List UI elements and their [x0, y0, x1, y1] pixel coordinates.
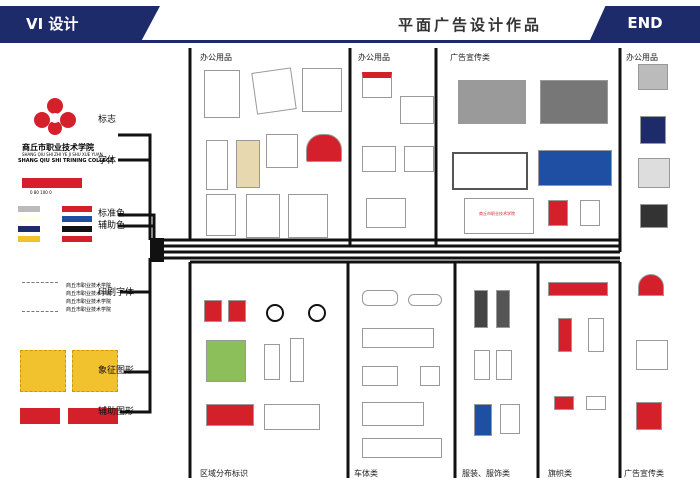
- label-print-font: 印刷字体: [98, 288, 135, 298]
- label-standard-color: 标准色: [98, 209, 126, 219]
- print-font-lines: [22, 282, 58, 312]
- label-aux-graphic: 辅助图形: [98, 407, 135, 417]
- truck-long-thumb: [362, 438, 442, 458]
- tshirt-2: [500, 404, 520, 434]
- car-thumb: [408, 294, 442, 306]
- bunting-flags: [548, 282, 608, 296]
- form-thumb-3: [288, 194, 328, 238]
- projector-thumb: [638, 158, 670, 188]
- campus-map-board: [206, 340, 246, 382]
- pillar-sign-1: [264, 344, 280, 380]
- truck-thumb-2: [420, 366, 440, 386]
- print-sample-2: 商丘市职业技术学院: [66, 291, 112, 297]
- page-title: 平面广告设计作品: [398, 16, 543, 34]
- aux-color-grid: [18, 206, 94, 244]
- arrow-sign-1: [204, 300, 222, 322]
- label-font: 字体: [98, 156, 117, 166]
- van-thumb: [362, 290, 398, 306]
- logo-name-en: SHANG QIU SHI TRINING COLLEGE: [18, 158, 114, 164]
- printer-thumb: [638, 64, 668, 90]
- section-apparel: 服装、服饰类: [462, 469, 510, 478]
- gate-building-thumb: [540, 80, 608, 124]
- suit-1: [474, 290, 488, 328]
- notebook-thumb: [362, 146, 396, 172]
- shopping-bag-thumb: [636, 402, 662, 430]
- section-office-1: 办公用品: [200, 53, 232, 62]
- section-flags: 旗帜类: [548, 469, 572, 478]
- stand-sign-2: [580, 200, 600, 226]
- business-cards-thumb: [302, 68, 342, 112]
- form-thumb-2: [246, 194, 280, 238]
- arrow-sign-2: [228, 300, 246, 322]
- section-office-2: 办公用品: [358, 53, 390, 62]
- form-thumb-1: [206, 194, 236, 236]
- section-ads-top: 广告宣传类: [450, 53, 490, 62]
- gift-box-thumb: [636, 340, 668, 370]
- binder-thumb: [362, 72, 392, 98]
- section-office-3: 办公用品: [626, 53, 658, 62]
- aux-graphic-1: [20, 408, 60, 424]
- truck-large-thumb: [362, 402, 424, 426]
- banner-flags-thumb: [538, 150, 612, 186]
- device-thumb: [640, 116, 666, 144]
- symbol-pattern-yellow: [20, 350, 66, 392]
- college-logo-icon: [34, 98, 76, 135]
- file-box-thumb: [400, 96, 434, 124]
- college-flag: [586, 396, 606, 410]
- print-sample-3: 商丘市职业技术学院: [66, 299, 112, 305]
- no-smoking-icon: [308, 304, 326, 322]
- logo-name-pinyin: SHANG QIU SHI ZHI YE JI SHU XUE YUAN: [22, 152, 103, 157]
- folder-thumb: [266, 134, 298, 168]
- folder-open-thumb: [404, 146, 434, 172]
- print-sample-1: 商丘市职业技术学院: [66, 283, 112, 289]
- bus-thumb: [362, 328, 434, 348]
- label-logo: 标志: [98, 115, 117, 125]
- standard-color-swatch: [22, 178, 82, 188]
- vertical-banner-2: [588, 318, 604, 352]
- envelope-long-thumb: [206, 140, 228, 190]
- suit-2: [496, 290, 510, 328]
- end-button[interactable]: END: [590, 6, 700, 40]
- section-ads-bottom: 广告宣传类: [624, 469, 664, 478]
- symbol-pattern-yellow-2: [72, 350, 118, 392]
- color-value-1: 0 80 100 0: [30, 190, 52, 195]
- print-sample-4: 商丘市职业技术学院: [66, 307, 112, 313]
- section-area-signage: 区域分布标识: [200, 469, 248, 478]
- umbrella-thumb: [638, 274, 664, 296]
- signboard-thumb: 商丘市职业技术学院: [464, 198, 534, 234]
- aux-graphic-2: [68, 408, 118, 424]
- section-vehicles: 车体类: [354, 469, 378, 478]
- guide-board: [264, 404, 320, 430]
- gate-wall-thumb: [458, 80, 526, 124]
- hat-thumb: [306, 134, 342, 162]
- tshirt-1: [474, 404, 492, 436]
- header-rule: [0, 40, 700, 43]
- vertical-banner-1: [558, 318, 572, 352]
- label-aux-color: 辅助色: [98, 221, 126, 231]
- truck-thumb-1: [362, 366, 398, 386]
- stationery-thumb: [251, 67, 297, 115]
- uniform-1: [474, 350, 490, 380]
- stand-sign-1: [548, 200, 568, 226]
- direction-board: [206, 404, 254, 426]
- uniform-2: [496, 350, 512, 380]
- letterhead-thumb: [204, 70, 240, 118]
- signboard-text: 商丘市职业技术学院: [479, 211, 515, 216]
- billboard-frame-thumb: [452, 152, 528, 190]
- no-parking-icon: [266, 304, 284, 322]
- pillar-sign-2: [290, 338, 304, 382]
- label-symbol: 象征图形: [98, 366, 135, 376]
- envelope-kraft-thumb: [236, 140, 260, 188]
- national-flag: [554, 396, 574, 410]
- card-thumb: [366, 198, 406, 228]
- logo-name-cn: 商丘市职业技术学院: [22, 143, 94, 152]
- binding-machine-thumb: [640, 204, 668, 228]
- header-left-tab: VI 设计: [0, 6, 160, 42]
